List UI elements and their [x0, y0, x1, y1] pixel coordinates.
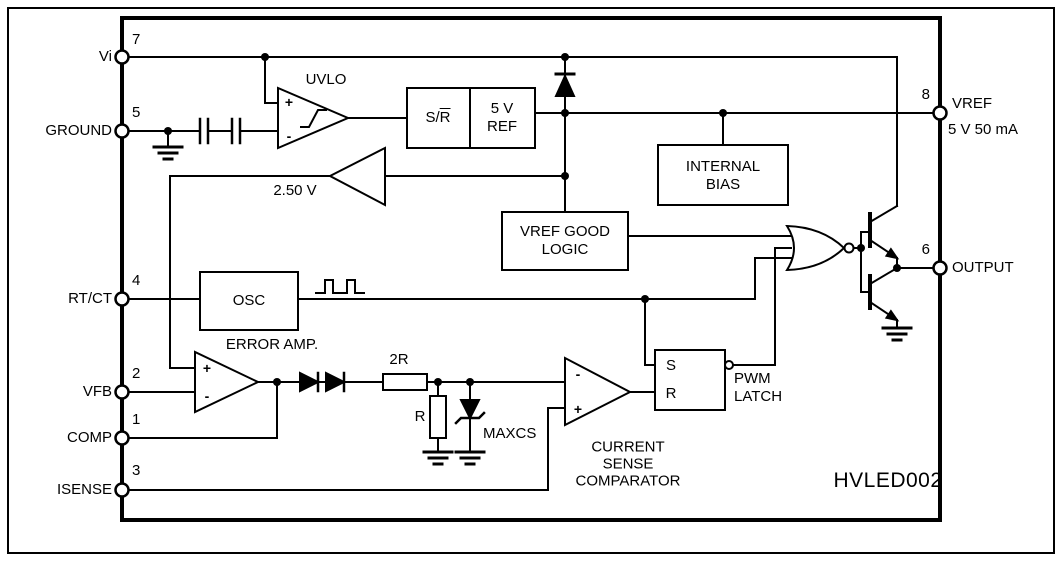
pin-7-terminal	[114, 49, 130, 65]
resistor-r	[429, 395, 447, 439]
pin-vi-label: Vi	[98, 48, 112, 65]
uvlo-minus-sign: -	[286, 128, 292, 144]
latch-r-label: R	[665, 385, 677, 402]
pwm-latch-box	[654, 349, 726, 411]
pin-vref-detail: 5 V 50 mA	[948, 121, 1019, 138]
error-amp-label: ERROR AMP.	[225, 336, 319, 353]
pin-vref-label: VREF	[952, 95, 993, 112]
zener-maxcs-icon	[454, 399, 486, 425]
latch-s-label: S	[665, 357, 677, 374]
comparator-minus-sign: -	[575, 366, 581, 382]
pin-2-number: 2	[132, 365, 141, 382]
osc-label: OSC	[232, 292, 266, 309]
ref-2v5-label: 2.50 V	[273, 182, 317, 199]
ground-symbols	[152, 145, 913, 466]
sr-label: S/R	[425, 109, 451, 126]
part-number-label: HVLED002	[833, 469, 943, 492]
error-amp-triangle	[194, 350, 261, 414]
pin-isense-label: ISENSE	[56, 481, 112, 498]
ref-2v5-buffer-triangle	[327, 146, 386, 207]
res-2r-label: 2R	[389, 351, 409, 368]
series-diode-icon	[299, 371, 321, 393]
vref-good-label: VREF GOOD LOGIC	[519, 223, 611, 258]
error-amp-plus-sign: +	[202, 360, 212, 376]
pin-5-terminal	[114, 123, 130, 139]
vref-vi-diode-icon	[554, 72, 576, 97]
junction-dots	[164, 53, 901, 386]
pin-5-number: 5	[132, 104, 141, 121]
pin-ground-label: GROUND	[45, 122, 112, 139]
resistor-2r	[382, 373, 428, 391]
capacitor-symbols	[198, 117, 242, 145]
ground-symbol	[454, 450, 486, 466]
osc-box	[199, 271, 299, 331]
pin-8-terminal	[932, 105, 948, 121]
pwm-latch-label: PWM LATCH	[734, 370, 783, 405]
uvlo-plus-sign: +	[284, 94, 294, 110]
output-transistor-top	[868, 204, 900, 260]
internal-bias-box	[657, 144, 789, 206]
pin-1-terminal	[114, 430, 130, 446]
comparator-label: CURRENT SENSE COMPARATOR	[575, 438, 681, 490]
pin-3-number: 3	[132, 462, 141, 479]
ground-symbol	[881, 326, 913, 342]
pin-4-number: 4	[132, 272, 141, 289]
comparator-plus-sign: +	[573, 401, 583, 417]
outer-border	[7, 7, 1055, 554]
pin-4-terminal	[114, 291, 130, 307]
ref-5v-label: 5 V REF	[487, 100, 517, 135]
current-sense-comparator-triangle	[564, 356, 633, 427]
pin-6-terminal	[932, 260, 948, 276]
ground-symbol	[422, 450, 454, 466]
pin-3-terminal	[114, 482, 130, 498]
clock-waveform-icon	[315, 279, 365, 294]
pin-2-terminal	[114, 384, 130, 400]
pin-output-label: OUTPUT	[952, 259, 1014, 276]
pin-1-number: 1	[132, 411, 141, 428]
vref-good-logic-box	[501, 211, 629, 271]
pin-8-number: 8	[921, 86, 930, 103]
output-transistor-bottom	[868, 266, 900, 322]
ground-symbol	[152, 145, 184, 161]
pin-vfb-label: VFB	[82, 383, 112, 400]
hysteresis-icon	[300, 109, 327, 128]
internal-bias-label: INTERNAL BIAS	[685, 158, 761, 193]
series-diode-icon	[325, 371, 347, 393]
latch-output-bubble	[724, 360, 734, 370]
maxcs-label: MAXCS	[483, 425, 537, 442]
nor-gate-icon	[785, 224, 855, 272]
error-amp-minus-sign: -	[204, 388, 210, 404]
uvlo-label: UVLO	[305, 71, 347, 88]
package-pins	[114, 49, 948, 498]
res-r-label: R	[414, 408, 426, 425]
pin-rtct-label: RT/CT	[68, 290, 112, 307]
pin-7-number: 7	[132, 31, 141, 48]
pin-comp-label: COMP	[67, 429, 112, 446]
pin-6-number: 6	[921, 241, 930, 258]
